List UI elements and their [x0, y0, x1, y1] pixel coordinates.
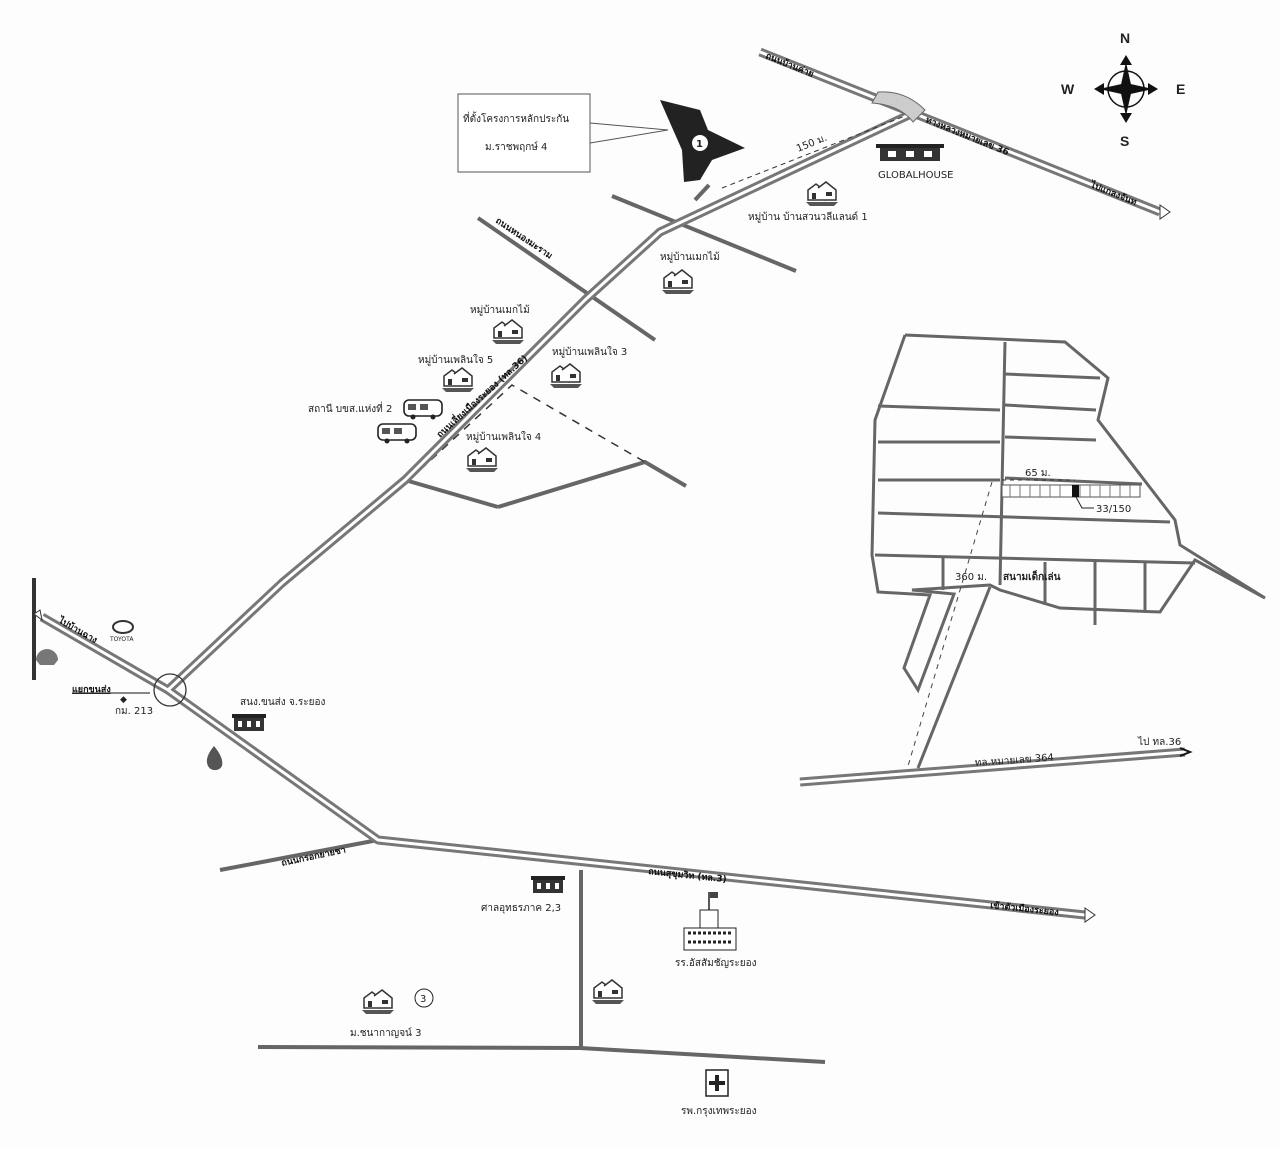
playground-label: สนามเด็กเล่น — [1003, 569, 1061, 583]
minor-roads — [32, 183, 826, 1064]
plot-number-label: 33/150 — [1096, 504, 1131, 515]
house-icon — [465, 447, 499, 473]
junction-circle — [153, 673, 187, 707]
transport-office-label: สนง.ขนส่ง จ.ระยอง — [240, 697, 325, 708]
transport-office-icon — [232, 714, 266, 731]
village-suanwili-label: หมู่บ้าน บ้านสวนวลีแลนด์ 1 — [748, 211, 868, 223]
main-roads — [39, 47, 1186, 920]
arrow-west-icon — [33, 609, 43, 622]
km-label: กม. 213 — [115, 706, 153, 717]
village-ploenjai4-label: หมู่บ้านเพลินใจ 4 — [466, 431, 541, 443]
hospital-icon — [705, 1069, 729, 1097]
road-label-to-city: เข้าตัวเมืองระยอง — [990, 899, 1060, 918]
bus-icon — [377, 423, 417, 445]
roundabout — [871, 91, 926, 123]
compass-rose: N S E W — [1061, 30, 1185, 149]
school-icon — [683, 892, 737, 951]
court-label: ศาลอุทธรภาค 2,3 — [481, 903, 561, 914]
project-callout-box — [457, 93, 591, 173]
project-marker — [692, 135, 708, 151]
house-icon — [661, 269, 695, 295]
project-name: ม.ราชพฤกษ์ 4 — [485, 141, 547, 153]
bus-station-label: สถานี บขส.แห่งที่ 2 — [308, 401, 392, 415]
house-icon — [441, 367, 475, 393]
house-icon — [591, 979, 625, 1005]
road-label-top-left: ถนนบ้านค่าย — [764, 51, 815, 80]
diamond-icon: ◆ — [120, 695, 127, 705]
plot-dividers — [1009, 485, 1131, 497]
distance-label-65: 65 ม. — [1025, 468, 1051, 479]
target-plot[interactable] — [1072, 485, 1079, 497]
village-chanakan-marker — [414, 988, 434, 1008]
distance-line-150 — [721, 115, 906, 189]
globalhouse-label: GLOBALHOUSE — [878, 170, 953, 181]
plot-pointer — [1075, 496, 1094, 509]
boundary-dashed — [419, 384, 646, 471]
village-maekmai-label: หมู่บ้านเมกไม้ — [660, 251, 720, 263]
project-marker-number: 1 — [696, 139, 703, 150]
arrow-east-icon — [1159, 204, 1171, 220]
toyota-logo-icon — [112, 620, 134, 634]
house-icon — [549, 363, 583, 389]
village-ploenjai3-label: หมู่บ้านเพลินใจ 3 — [552, 346, 627, 358]
house-icon — [361, 989, 395, 1015]
distance-label-360: 360 ม. — [955, 572, 987, 583]
house-icon — [491, 319, 525, 345]
bus-icon — [403, 399, 443, 421]
road-label-to-east: ไปแกลงจันท — [1088, 178, 1139, 208]
village-ploenjai5-label: หมู่บ้านเพลินใจ 5 — [418, 354, 493, 366]
globalhouse-icon — [876, 144, 944, 161]
village-chanakan-marker-number: 3 — [420, 994, 426, 1005]
village-maekmai-label-2: หมู่บ้านเมกไม้ — [470, 304, 530, 316]
road-label-krok-yai-cha: ถนนกรอกยายชา — [281, 846, 347, 869]
hospital-label: รพ.กรุงเทพระยอง — [681, 1106, 757, 1117]
compass-south: S — [1120, 133, 1129, 149]
arrow-city-icon — [1084, 907, 1096, 923]
callout-pointer — [589, 122, 669, 144]
junction-label: แยกขนส่ง — [72, 684, 111, 695]
compass-west: W — [1061, 81, 1075, 97]
road-label-to-hwy36: ไป ทล.36 — [1137, 736, 1181, 748]
road-label-side-road: ถนนหนองมะราม — [493, 216, 554, 261]
plot-row — [1001, 484, 1141, 498]
toyota-label: TOYOTA — [109, 636, 134, 643]
school-label: รร.อัสสัมชัญระยอง — [675, 958, 757, 969]
shell-logo-icon — [36, 649, 58, 665]
site-plan-inset — [870, 333, 1266, 769]
village-chanakan-label: ม.ชนากาญจน์ 3 — [350, 1027, 421, 1039]
court-icon — [531, 876, 565, 893]
compass-east: E — [1176, 81, 1185, 97]
project-callout-text: ที่ตั้งโครงการหลักประกัน — [463, 111, 569, 125]
house-icon — [805, 181, 839, 207]
compass-north: N — [1120, 30, 1130, 46]
fuel-drop-icon — [206, 746, 223, 771]
arrow-hwy36-icon — [1179, 747, 1193, 757]
